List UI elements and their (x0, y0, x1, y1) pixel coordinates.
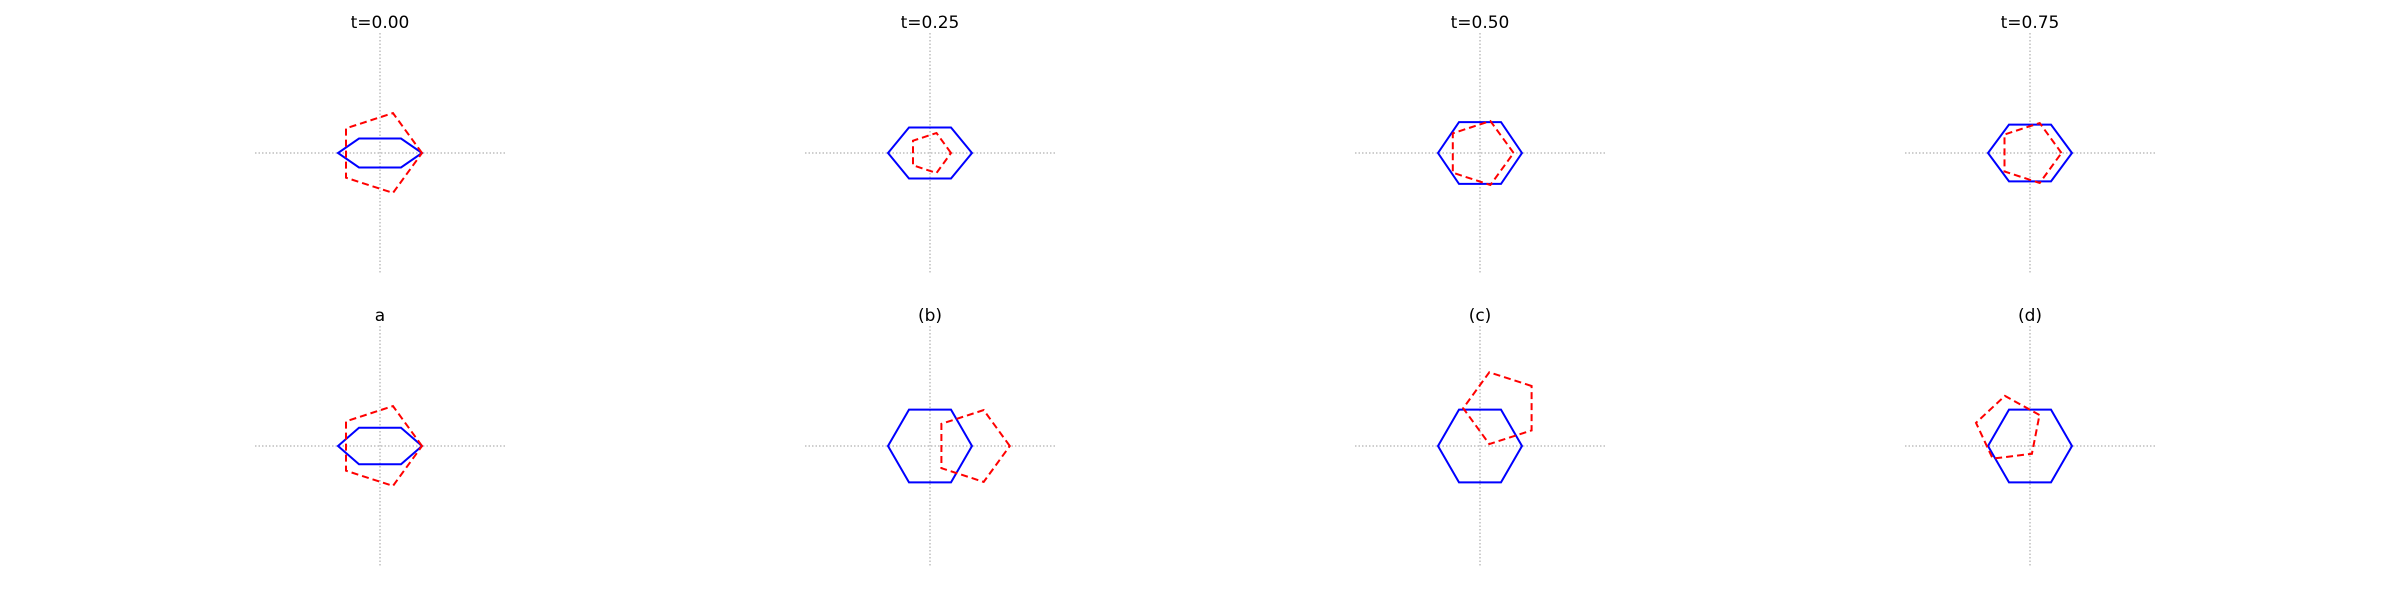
hexagon-shape (1436, 121, 1524, 185)
panel-d: (d) (1905, 306, 2155, 566)
panel-title: t=0.50 (1450, 13, 1510, 33)
panel-t-0-00: t=0.00 (255, 13, 505, 273)
panel-plot (1355, 33, 1605, 273)
panel-t-0-75: t=0.75 (1905, 13, 2155, 273)
panel-t-0-50: t=0.50 (1355, 13, 1605, 273)
hexagon-shape (336, 137, 424, 169)
panel-c: (c) (1355, 306, 1605, 566)
panel-plot (805, 33, 1055, 273)
pentagon-shape (912, 131, 953, 175)
pentagon-shape (1451, 119, 1515, 187)
pentagon-shape (1461, 371, 1533, 446)
panel-plot (255, 33, 505, 273)
panel-title: t=0.75 (2000, 13, 2060, 33)
pentagon-shape (940, 408, 1012, 484)
panel-plot (805, 326, 1055, 566)
panel-plot (1905, 326, 2155, 566)
hexagon-shape (886, 126, 974, 180)
panel-plot (1905, 33, 2155, 273)
panel-title: a (374, 306, 386, 326)
hexagon-shape (1986, 123, 2074, 183)
hexagon-shape (1986, 408, 2074, 484)
pentagon-shape (345, 111, 424, 195)
panel-title: t=0.00 (350, 13, 410, 33)
panel-a: a (255, 306, 505, 566)
panel-plot (1355, 326, 1605, 566)
panel-plot (255, 326, 505, 566)
hexagon-shape (336, 426, 424, 466)
hexagon-shape (886, 408, 974, 484)
hexagon-shape (1436, 408, 1524, 484)
pentagon-shape (2003, 121, 2063, 185)
panel-title: (b) (917, 306, 943, 326)
panel-title: (d) (2017, 306, 2043, 326)
panel-b: (b) (805, 306, 1055, 566)
panel-title: t=0.25 (900, 13, 960, 33)
panel-title: (c) (1468, 306, 1492, 326)
pentagon-shape (345, 404, 424, 488)
panel-t-0-25: t=0.25 (805, 13, 1055, 273)
